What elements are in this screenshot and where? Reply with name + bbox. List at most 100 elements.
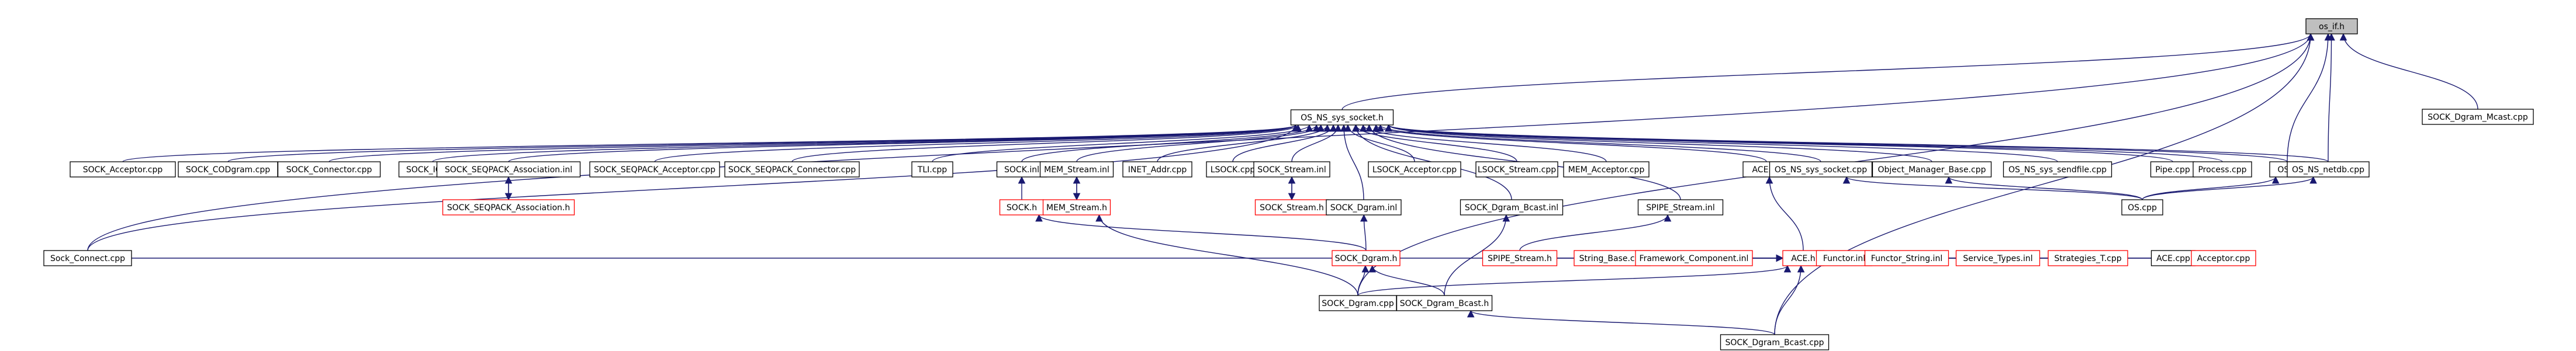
node-sendfile[interactable]: OS_NS_sys_sendfile.cpp (2003, 161, 2112, 178)
node-box (1864, 250, 1949, 266)
node-label: OS.cpp (2128, 203, 2157, 213)
node-box (1475, 161, 1558, 178)
node-box (999, 199, 1045, 216)
node-box (1482, 250, 1558, 266)
node-inet[interactable]: INET_Addr.cpp (1122, 161, 1192, 178)
node-box (43, 250, 132, 266)
node-box (1872, 161, 1992, 178)
node-label: SOCK_Stream.inl (1257, 165, 1326, 175)
node-codg[interactable]: SOCK_CODgram.cpp (178, 161, 278, 178)
node-label: SOCK_Dgram.inl (1330, 203, 1398, 213)
node-label: Process.cpp (2198, 165, 2246, 175)
edge-os_cpp-to-os_h (2142, 176, 2280, 200)
edge-seqassoc_inl-to-nss (508, 124, 1299, 162)
node-sockstream-h[interactable]: SOCK_Stream.h (1254, 199, 1329, 216)
node-objmgr[interactable]: Object_Manager_Base.cpp (1872, 161, 1992, 178)
node-spipe-inl[interactable]: SPIPE_Stream.inl (1637, 199, 1724, 216)
node-label: SOCK_Dgram_Bcast.inl (1465, 203, 1558, 213)
node-memacc[interactable]: MEM_Acceptor.cpp (1563, 161, 1650, 178)
node-dgram-inl[interactable]: SOCK_Dgram.inl (1326, 199, 1402, 216)
node-spipe-h[interactable]: SPIPE_Stream.h (1482, 250, 1558, 266)
node-strategies[interactable]: Strategies_T.cpp (2048, 250, 2128, 266)
edge-sock_inl-to-nss (1021, 124, 1320, 162)
edge-sockstream_inl-to-nss (1291, 124, 1342, 162)
edge-netdb-to-os_if (2328, 33, 2335, 162)
node-label: SOCK_Dgram_Mcast.cpp (2428, 113, 2528, 122)
node-box (1635, 250, 1753, 266)
edge-seqconn-to-nss (791, 124, 1302, 162)
node-dgram-cpp[interactable]: SOCK_Dgram.cpp (1319, 295, 1397, 311)
edge-objmgr-to-nss (1385, 124, 1932, 162)
edge-bcast_h-to-dgram_h (1368, 265, 1445, 296)
node-box (1368, 161, 1461, 178)
node-lsockstream[interactable]: LSOCK_Stream.cpp (1475, 161, 1558, 178)
edge-sendfile-to-nss (1385, 124, 2058, 162)
node-label: OS_NS_sys_socket.h (1301, 113, 1384, 123)
node-seqconn[interactable]: SOCK_SEQPACK_Connector.cpp (724, 161, 860, 178)
node-os-if[interactable]: os_if.h (2305, 18, 2358, 34)
node-lsockacc[interactable]: LSOCK_Acceptor.cpp (1368, 161, 1461, 178)
node-nss-cpp[interactable]: OS_NS_sys_socket.cpp (1769, 161, 1873, 178)
node-label: SOCK.inl (1004, 165, 1039, 175)
node-box (436, 161, 581, 178)
node-box (2150, 161, 2195, 178)
node-box (1396, 295, 1493, 311)
node-label: Functor.inl (1823, 254, 1865, 263)
node-memstream-inl[interactable]: MEM_Stream.inl (1039, 161, 1114, 178)
node-seqassoc-inl[interactable]: SOCK_SEQPACK_Association.inl (436, 161, 581, 178)
node-label: SPIPE_Stream.inl (1646, 203, 1715, 213)
node-netdb[interactable]: OS_NS_netdb.cpp (2287, 161, 2370, 178)
edge-tli-to-nss (932, 124, 1313, 162)
node-mcast[interactable]: SOCK_Dgram_Mcast.cpp (2422, 109, 2534, 125)
node-label: SOCK.h (1007, 203, 1037, 213)
node-label: SOCK_CODgram.cpp (186, 165, 270, 175)
node-box (724, 161, 860, 178)
node-sockconnect[interactable]: Sock_Connect.cpp (43, 250, 132, 266)
node-seqacc[interactable]: SOCK_SEQPACK_Acceptor.cpp (589, 161, 720, 178)
node-sock-h[interactable]: SOCK.h (999, 199, 1045, 216)
node-lsock[interactable]: LSOCK.cpp (1206, 161, 1260, 178)
node-framework[interactable]: Framework_Component.inl (1635, 250, 1753, 266)
node-memstream-h[interactable]: MEM_Stream.h (1042, 199, 1111, 216)
node-pipe[interactable]: Pipe.cpp (2150, 161, 2195, 178)
node-os-cpp[interactable]: OS.cpp (2121, 199, 2163, 216)
node-conn[interactable]: SOCK_Connector.cpp (277, 161, 381, 178)
node-label: SOCK_Dgram_Bcast.cpp (1725, 338, 1824, 347)
edge-netdb-to-nss (1385, 124, 2329, 162)
node-bcast-h[interactable]: SOCK_Dgram_Bcast.h (1396, 295, 1493, 311)
node-box (2048, 250, 2128, 266)
node-nss[interactable]: OS_NS_sys_socket.h (1290, 109, 1394, 126)
node-box (2193, 161, 2252, 178)
edge-dgram_h-to-dgram_inl (1360, 214, 1368, 251)
node-label: os_if.h (2319, 22, 2345, 32)
node-tli[interactable]: TLI.cpp (911, 161, 953, 178)
node-acc[interactable]: SOCK_Acceptor.cpp (70, 161, 176, 178)
node-functor-string[interactable]: Functor_String.inl (1864, 250, 1949, 266)
edge-bcast_cpp-to-bcast_h (1467, 310, 1775, 335)
node-sock-inl[interactable]: SOCK.inl (996, 161, 1047, 178)
node-seqassoc-h[interactable]: SOCK_SEQPACK_Association.h (442, 199, 575, 216)
node-label: SOCK_SEQPACK_Association.h (447, 203, 570, 213)
node-service-types[interactable]: Service_Types.inl (1955, 250, 2041, 266)
node-acceptor[interactable]: Acceptor.cpp (2191, 250, 2256, 266)
node-functor-inl[interactable]: Functor.inl (1816, 250, 1873, 266)
edge-ace_h-to-ace_inl (1765, 176, 1804, 251)
node-label: ACE.cpp (2156, 254, 2190, 263)
node-box (2305, 18, 2358, 34)
node-process[interactable]: Process.cpp (2193, 161, 2252, 178)
node-label: Framework_Component.inl (1640, 254, 1749, 263)
edges (87, 33, 2478, 335)
node-bcast-cpp[interactable]: SOCK_Dgram_Bcast.cpp (1720, 334, 1830, 350)
edge-lsockacc-to-nss (1344, 124, 1415, 162)
edge-nss-to-os_if (1341, 33, 2315, 110)
node-label: SPIPE_Stream.h (1488, 254, 1552, 263)
edge-dgram_cpp-to-dgram_h (1357, 265, 1370, 296)
node-box (1254, 199, 1329, 216)
node-bcast-inl[interactable]: SOCK_Dgram_Bcast.inl (1460, 199, 1564, 216)
node-sockstream-inl[interactable]: SOCK_Stream.inl (1253, 161, 1330, 178)
edge-os_cpp-to-netdb (2142, 176, 2317, 200)
node-ace-cpp[interactable]: ACE.cpp (2150, 250, 2196, 266)
edge-nss_cpp-to-nss (1377, 124, 1821, 162)
node-dgram-h[interactable]: SOCK_Dgram.h (1332, 250, 1401, 266)
